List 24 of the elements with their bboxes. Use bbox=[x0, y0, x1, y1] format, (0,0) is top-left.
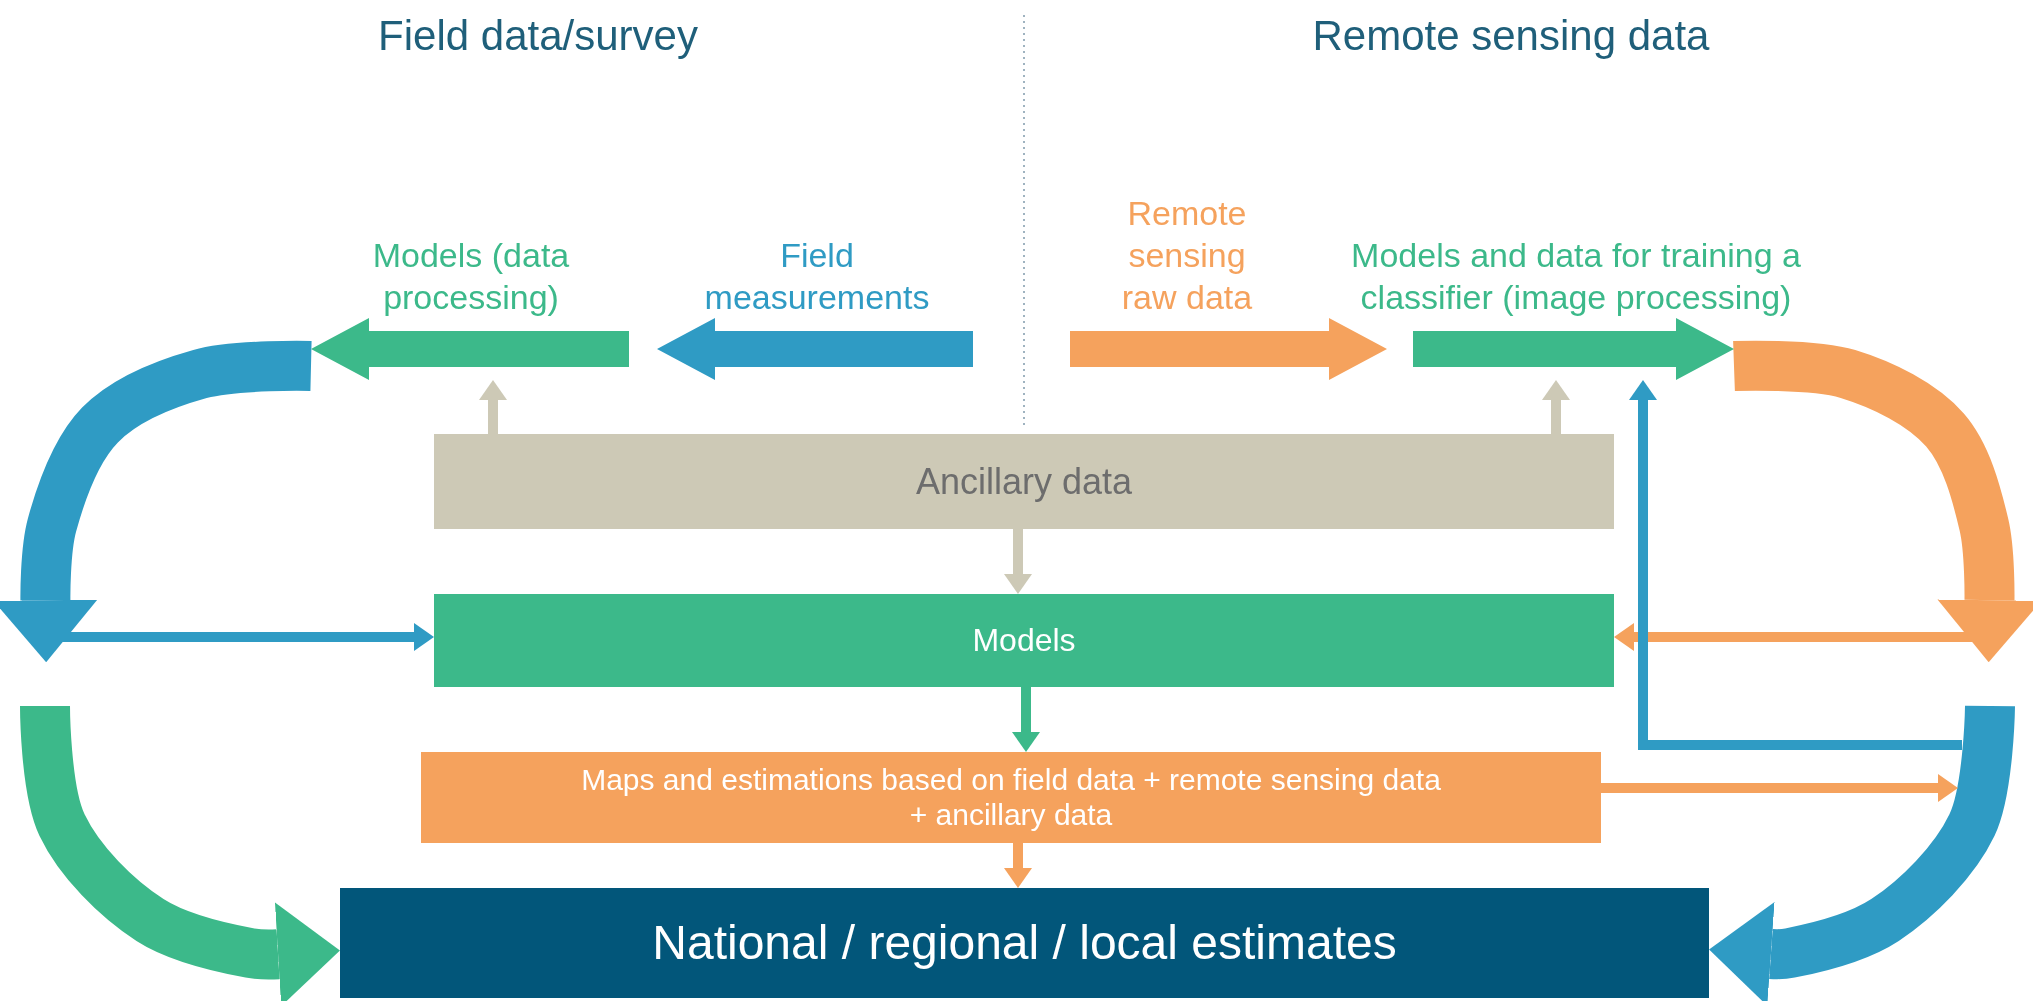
curved-arrow bbox=[1709, 705, 2015, 1001]
arrow bbox=[1629, 380, 1962, 750]
arrow-heading: Models (data processing) bbox=[371, 235, 571, 318]
box-label: Ancillary data bbox=[915, 460, 1133, 503]
process-box bbox=[421, 752, 1601, 843]
section-heading: Remote sensing data bbox=[1312, 12, 1710, 60]
arrow bbox=[1004, 529, 1032, 594]
curved-arrow bbox=[20, 705, 340, 1001]
arrow bbox=[1004, 843, 1032, 888]
box-label: Models bbox=[972, 622, 1076, 659]
box-label: National / regional / local estimates bbox=[652, 915, 1397, 971]
curved-arrow bbox=[0, 340, 312, 663]
section-heading: Field data/survey bbox=[378, 12, 698, 60]
process-box bbox=[434, 434, 1614, 529]
process-box bbox=[340, 888, 1709, 998]
arrow-heading: Remote sensing raw data bbox=[1120, 193, 1254, 318]
arrow bbox=[1601, 774, 1958, 802]
arrow bbox=[1542, 380, 1570, 434]
arrow bbox=[1012, 687, 1040, 752]
process-box bbox=[434, 594, 1614, 687]
arrow bbox=[479, 380, 507, 434]
arrow-heading: Models and data for training a classifier (image processing) bbox=[1351, 235, 1801, 318]
arrow-heading: Field measurements bbox=[703, 235, 931, 318]
box-label: Maps and estimations based on field data + remote sensing data + ancillary data bbox=[580, 763, 1442, 832]
